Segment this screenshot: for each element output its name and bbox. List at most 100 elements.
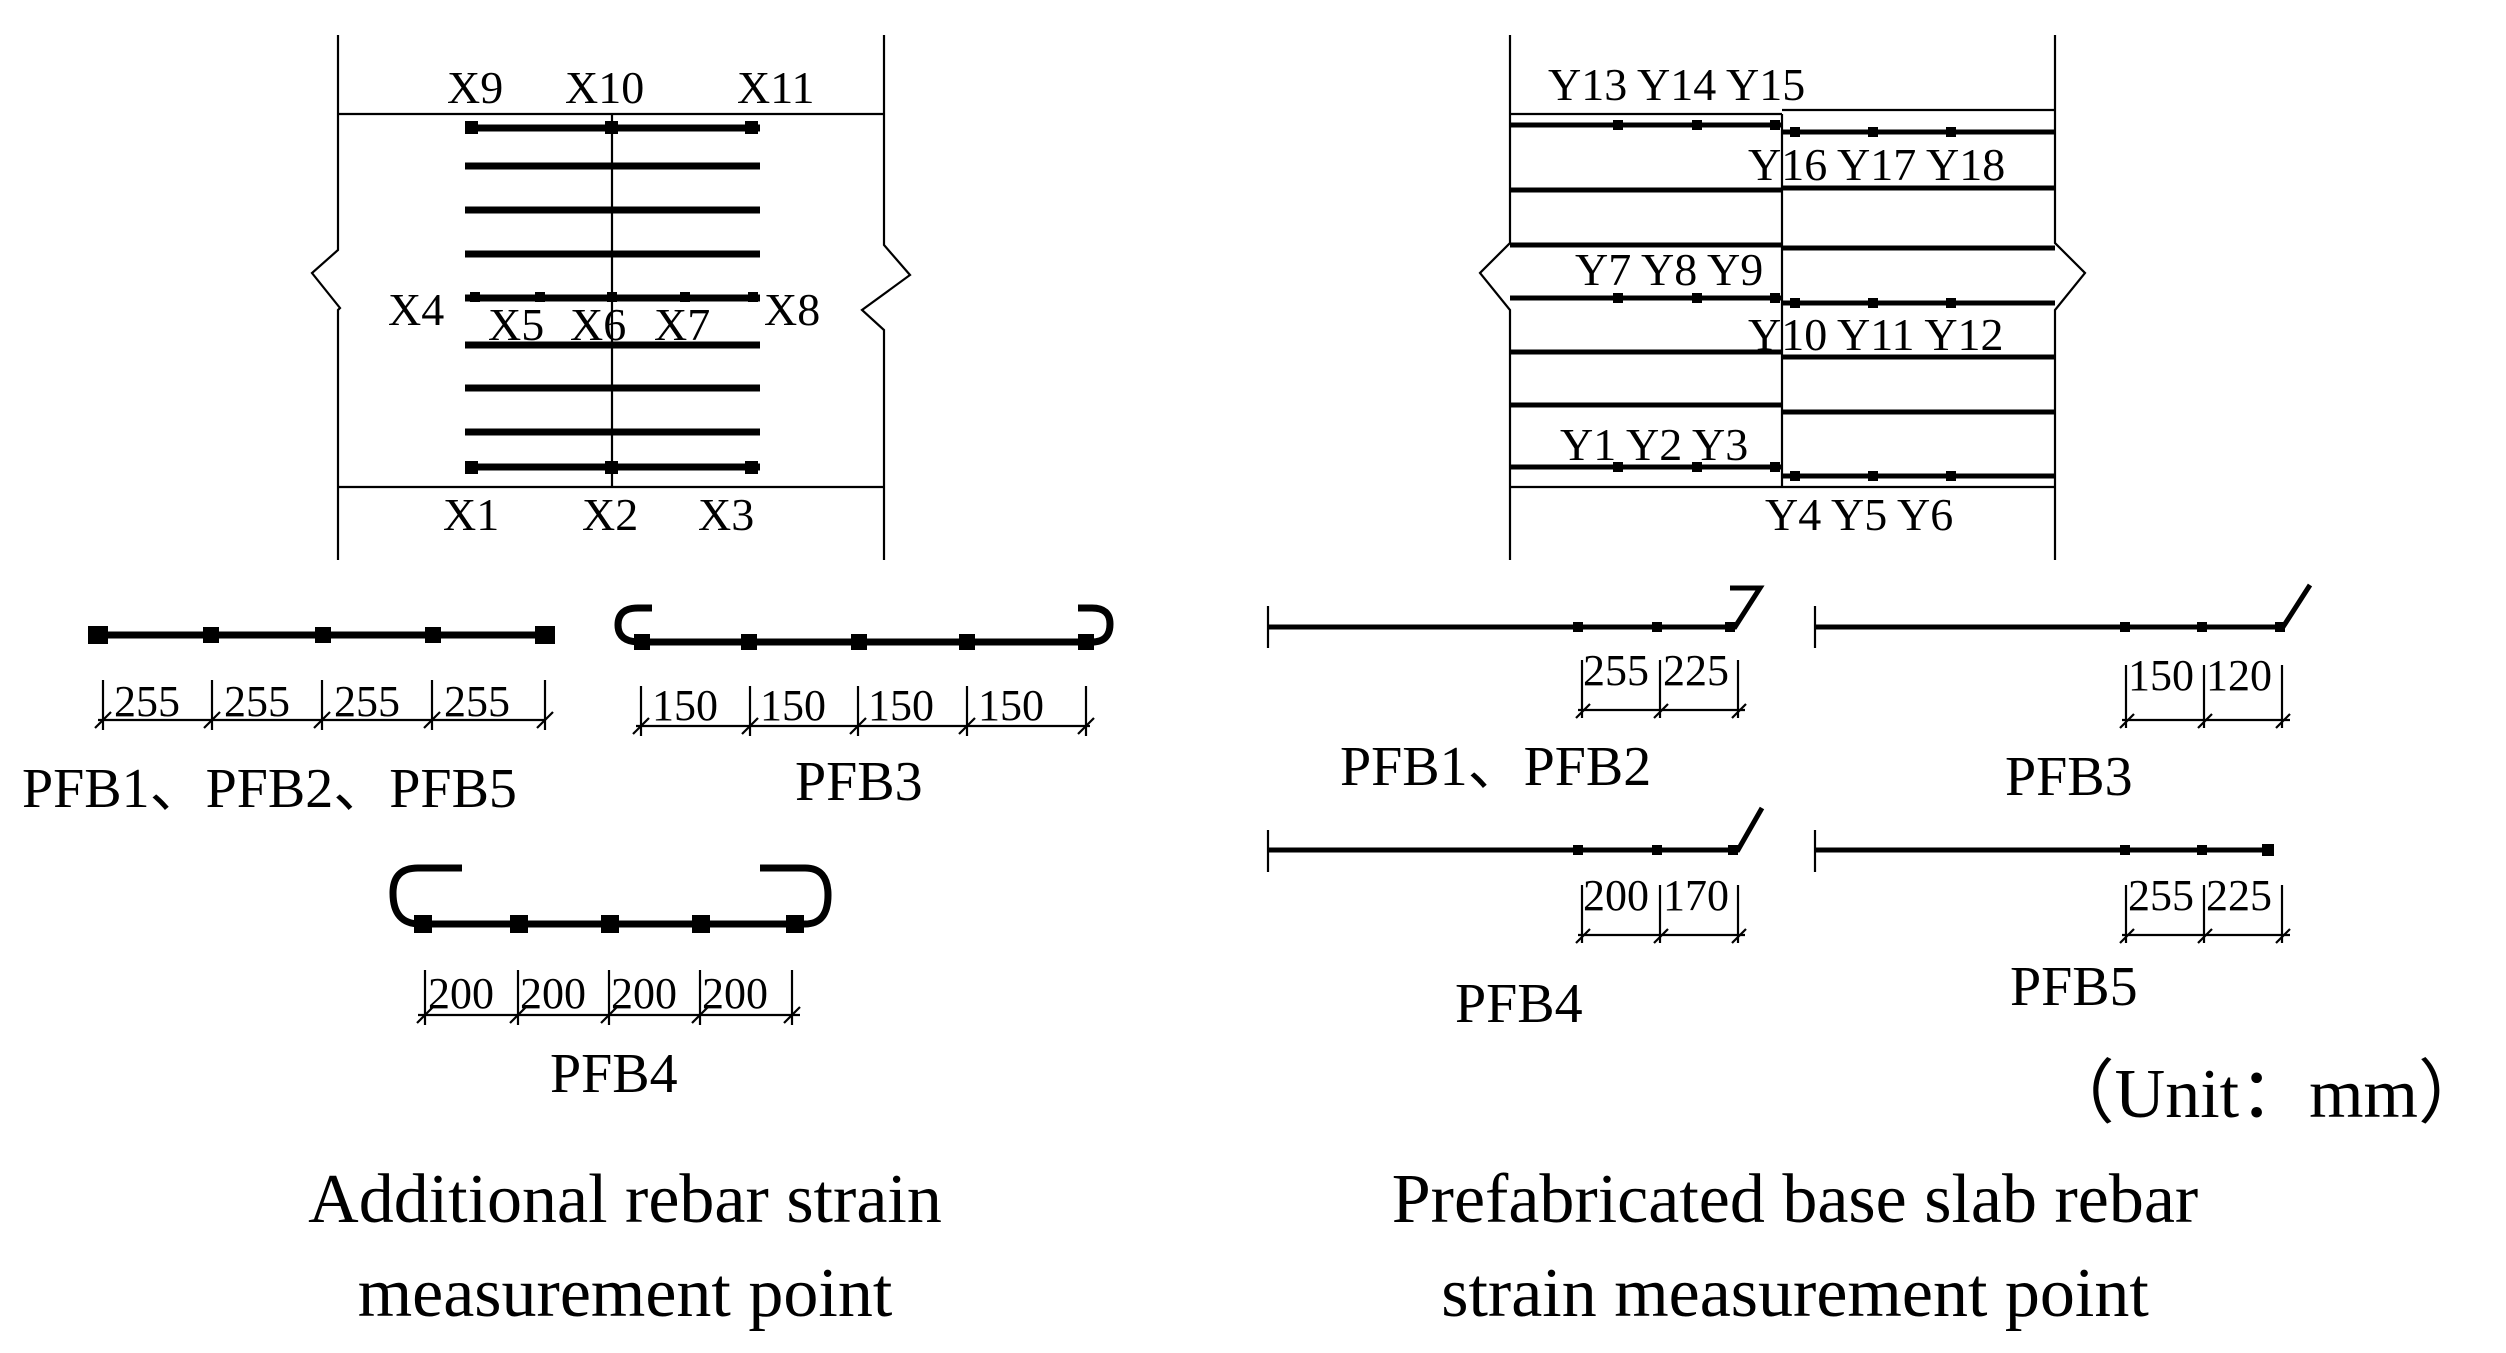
- rebar-line: [1268, 585, 1765, 630]
- gauge-marker: [692, 915, 710, 933]
- gauge-marker: [465, 461, 478, 474]
- dimension-line: [632, 686, 1095, 736]
- gauge-marker: [1790, 127, 1800, 137]
- detail-pfb5-right: 255 225 PFB5: [1813, 830, 2291, 1018]
- dimension-label: 120: [2206, 651, 2272, 700]
- gauge-marker: [1573, 622, 1583, 632]
- detail-pfb4-right: 200 170 PFB4: [1266, 806, 1765, 1035]
- gauge-marker: [88, 626, 108, 644]
- point-label-y10-y12: Y10 Y11 Y12: [1748, 309, 2004, 360]
- gauge-marker: [1613, 462, 1623, 472]
- dimension-label: 150: [760, 681, 826, 730]
- gauge-marker: [680, 292, 690, 302]
- point-label-x10: X10: [565, 62, 644, 113]
- gauge-marker: [605, 121, 618, 134]
- gauge-marker: [1692, 120, 1702, 130]
- gauge-marker: [1725, 622, 1735, 632]
- gauge-marker: [1692, 293, 1702, 303]
- unit-note: （Unit：mm）: [2045, 1056, 2488, 1133]
- gauge-marker: [1078, 634, 1094, 650]
- gauge-marker: [2275, 622, 2285, 632]
- gauge-marker: [1573, 845, 1583, 855]
- dimension-label: 255: [334, 677, 400, 726]
- left-column-outline-right: [860, 35, 912, 560]
- dimension-label: 150: [652, 681, 718, 730]
- point-label-x3: X3: [698, 489, 754, 540]
- left-column-outline-left: [310, 35, 342, 560]
- gauge-marker: [1868, 298, 1878, 308]
- gauge-marker: [745, 461, 758, 474]
- dimension-label: 200: [520, 969, 586, 1018]
- dimension-label: 200: [428, 969, 494, 1018]
- left-caption-line1: Additional rebar strain: [308, 1161, 942, 1238]
- detail-pfb4: 200 200 200 200 PFB4: [389, 864, 832, 1105]
- dimension-line: [94, 680, 554, 730]
- detail-pfb1-2-5: 255 255 255 255 PFB1、PFB2、PFB5: [22, 626, 555, 820]
- dimension-line: [2119, 665, 2291, 729]
- gauge-marker: [601, 915, 619, 933]
- right-gauge-markers: [1613, 120, 1956, 481]
- dimension-label: 200: [702, 969, 768, 1018]
- detail-pfb3: 150 150 150 150 PFB3: [614, 604, 1114, 813]
- dimension-label: 225: [1663, 646, 1729, 695]
- gauge-marker: [535, 626, 555, 644]
- gauge-marker: [1728, 845, 1738, 855]
- dimension-label: 200: [611, 969, 677, 1018]
- gauge-marker: [1946, 127, 1956, 137]
- left-gauge-markers: [465, 121, 758, 474]
- point-label-y16-y18: Y16 Y17 Y18: [1748, 139, 2005, 190]
- left-column-elevation: X9 X10 X11 X4 X5 X6 X7 X8 X1 X2 X3: [310, 35, 912, 560]
- left-caption-line2: measurement point: [358, 1255, 893, 1332]
- detail-label: PFB3: [795, 751, 923, 813]
- detail-label: PFB5: [2010, 956, 2138, 1018]
- gauge-marker: [510, 915, 528, 933]
- rebar-line: [1815, 583, 2313, 630]
- right-column-outline-right: [2053, 35, 2087, 560]
- dimension-line: [1575, 660, 1747, 719]
- gauge-marker: [1790, 471, 1800, 481]
- dimension-label: 255: [1583, 646, 1649, 695]
- gauge-marker: [1770, 293, 1780, 303]
- right-column-outline-left: [1478, 35, 1512, 560]
- dimension-line: [1575, 885, 1747, 944]
- gauge-marker: [1868, 127, 1878, 137]
- point-label-x7: X7: [654, 299, 710, 350]
- dimension-line: [2119, 885, 2291, 944]
- gauge-marker: [1652, 845, 1662, 855]
- gauge-marker: [2197, 622, 2207, 632]
- dimension-label: 255: [444, 677, 510, 726]
- point-label-x6: X6: [570, 299, 626, 350]
- gauge-marker: [634, 634, 650, 650]
- gauge-marker: [2120, 622, 2130, 632]
- gauge-marker: [851, 634, 867, 650]
- dimension-label: 150: [2128, 651, 2194, 700]
- gauge-marker: [1692, 462, 1702, 472]
- detail-label: PFB3: [2005, 746, 2133, 808]
- point-label-x2: X2: [582, 489, 638, 540]
- point-label-y4-y6: Y4 Y5 Y6: [1765, 489, 1953, 540]
- detail-pfb3-right: 150 120 PFB3: [1813, 583, 2313, 808]
- point-label-x9: X9: [447, 62, 503, 113]
- gauge-marker: [605, 461, 618, 474]
- gauge-marker: [959, 634, 975, 650]
- gauge-marker: [414, 915, 432, 933]
- point-label-x11: X11: [737, 62, 815, 113]
- point-label-y1-y3: Y1 Y2 Y3: [1560, 419, 1748, 470]
- gauge-marker: [470, 292, 480, 302]
- point-label-x5: X5: [488, 299, 544, 350]
- gauge-marker: [607, 292, 617, 302]
- base-slab-rebars-right: [1782, 129, 2055, 479]
- detail-label: PFB4: [550, 1043, 678, 1105]
- gauge-marker: [1770, 462, 1780, 472]
- gauge-marker: [203, 627, 219, 643]
- gauge-marker: [741, 634, 757, 650]
- gauge-marker: [1790, 298, 1800, 308]
- dimension-label: 200: [1583, 871, 1649, 920]
- detail-label: PFB4: [1455, 973, 1583, 1035]
- gauge-marker: [465, 121, 478, 134]
- dimension-label: 225: [2206, 871, 2272, 920]
- right-caption-line1: Prefabricated base slab rebar: [1392, 1161, 2199, 1238]
- right-column-elevation: Y13 Y14 Y15 Y16 Y17 Y18 Y7 Y8 Y9 Y10 Y11…: [1478, 35, 2087, 560]
- gauge-marker: [2262, 844, 2274, 856]
